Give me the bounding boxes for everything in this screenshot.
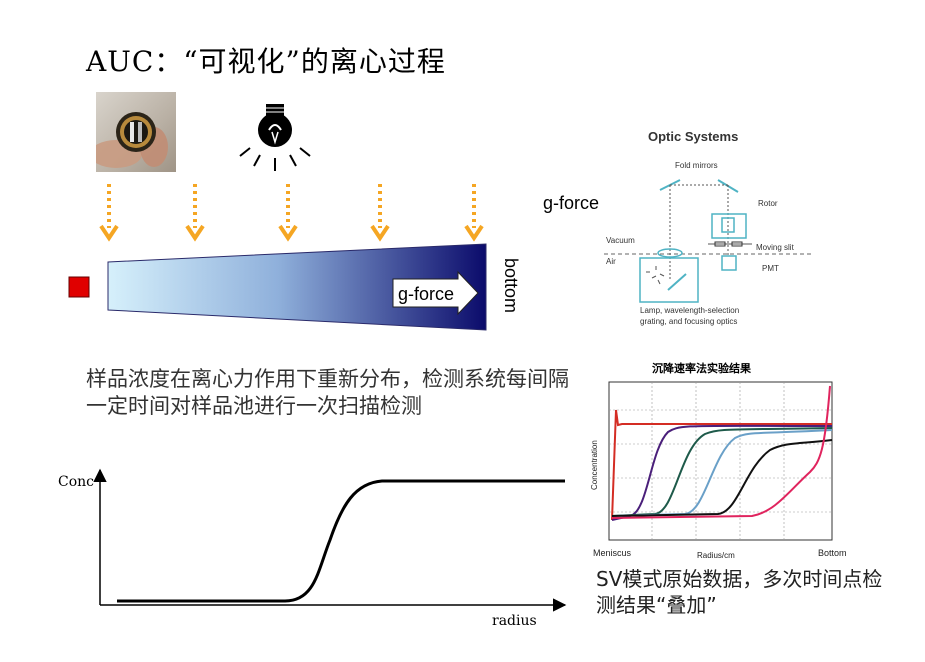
scan-arrow-3 — [278, 184, 298, 242]
bottom-label: bottom — [501, 258, 521, 313]
scan-arrow-5 — [464, 184, 484, 242]
sv-series-1 — [611, 409, 832, 521]
sv-series-4 — [611, 429, 833, 517]
pmt-label: PMT — [762, 264, 779, 273]
sv-series-6 — [611, 385, 831, 519]
scan-arrow-1 — [99, 184, 119, 242]
vacuum-label: Vacuum — [606, 236, 635, 245]
lamp-label-2: grating, and focusing optics — [640, 317, 737, 326]
air-label: Air — [606, 257, 616, 266]
sv-series-2 — [611, 424, 833, 521]
page-title: AUC：“可视化”的离心过程 — [86, 45, 446, 78]
lamp-label-1: Lamp, wavelength-selection — [640, 306, 739, 315]
optic-title: Optic Systems — [648, 129, 738, 144]
sv-bottom-label: Bottom — [818, 548, 847, 558]
conc-curve — [117, 479, 565, 603]
moving-slit-label: Moving slit — [756, 243, 795, 252]
optic-systems-diagram: Optic Systems Fold mirrors Rotor Vacuum … — [598, 120, 816, 332]
rotor-label: Rotor — [758, 199, 778, 208]
scan-arrow-4 — [370, 184, 390, 242]
conc-ylabel: Conc — [58, 474, 94, 490]
description-text: 样品浓度在离心力作用下重新分布，检测系统每间隔一定时间对样品池进行一次扫描检测 — [86, 367, 569, 418]
scan-arrows — [99, 184, 484, 242]
conc-radius-plot: Conc radius — [58, 468, 567, 629]
sv-series-5 — [611, 439, 833, 517]
fold-mirrors-label: Fold mirrors — [675, 161, 718, 170]
gforce-label: g-force — [398, 284, 454, 304]
sample-cell-gradient — [107, 243, 487, 331]
optic-gforce-label: g-force — [543, 193, 599, 213]
sv-series-3 — [611, 427, 833, 517]
conc-xlabel: radius — [492, 613, 537, 629]
sv-title: 沉降速率法实验结果 — [652, 361, 751, 375]
light-bulb-icon — [239, 104, 311, 171]
sample-cell-photo — [96, 92, 176, 172]
sv-ylabel: Concentration — [590, 440, 599, 490]
sv-xlabel: Radius/cm — [697, 551, 735, 560]
sv-results-chart: 沉降速率法实验结果 Concentration Radius/cm Menisc… — [590, 361, 847, 560]
sv-caption: SV模式原始数据，多次时间点检测结果“叠加” — [596, 567, 883, 617]
sample-marker — [68, 276, 90, 298]
scan-arrow-2 — [185, 184, 205, 242]
gforce-arrow: g-force — [392, 270, 479, 316]
sv-meniscus-label: Meniscus — [593, 548, 632, 558]
